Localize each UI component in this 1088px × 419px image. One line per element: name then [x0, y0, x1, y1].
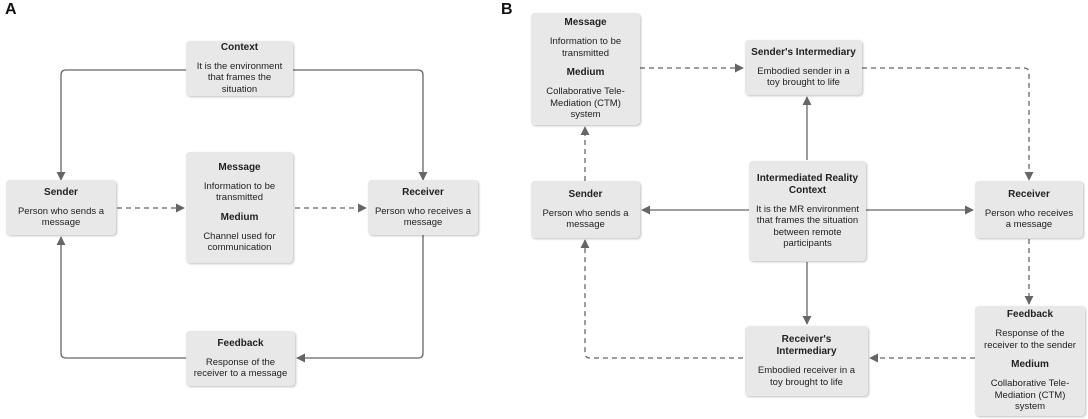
context-title: Context	[220, 41, 259, 53]
medium-text: Channel used for communication	[203, 230, 276, 254]
context-text: It is the environment that frames the si…	[196, 60, 283, 95]
arrow-context-to-sender	[56, 69, 186, 181]
panel-label-b: B	[501, 1, 513, 18]
receiver-box: Receiver Person who receives a message	[368, 180, 478, 235]
message-title: Message	[218, 161, 261, 173]
receiver-title-b: Receiver	[1008, 188, 1050, 200]
arrow-receivers-intermediary-to-sender	[580, 239, 743, 359]
receivers-intermediary-box: Receiver's Intermediary Embodied receive…	[745, 326, 868, 396]
context-box-b: Intermediated Reality Context It is the …	[749, 161, 866, 261]
feedback-box-b: Feedback Response of the receiver to the…	[975, 306, 1085, 416]
receiver-box-b: Receiver Person who receives a message	[975, 181, 1083, 238]
feedback-title-b: Feedback	[1006, 309, 1054, 321]
message-text-b: Information to be transmitted	[549, 36, 622, 59]
feedback-medium-title-b: Medium	[1011, 359, 1049, 371]
feedback-text-b: Response of the receiver to the sender	[984, 328, 1076, 351]
arrow-feedback-to-sender	[56, 236, 186, 359]
sender-title: Sender	[44, 186, 78, 198]
medium-title: Medium	[220, 211, 259, 223]
arrow-receiver-to-feedback	[296, 235, 424, 363]
sender-text: Person who sends a message	[17, 205, 105, 229]
sender-title-b: Sender	[568, 188, 603, 200]
message-box-b: Message Information to be transmitted Me…	[531, 13, 640, 125]
sender-box-b: Sender Person who sends a message	[531, 181, 640, 238]
context-box: Context It is the environment that frame…	[186, 41, 293, 96]
senders-intermediary-text: Embodied sender in a toy brought to life	[757, 65, 850, 89]
sender-box: Sender Person who sends a message	[6, 180, 116, 235]
feedback-box: Feedback Response of the receiver to a m…	[186, 331, 295, 386]
sender-text-b: Person who sends a message	[542, 207, 629, 231]
senders-intermediary-title: Sender's Intermediary	[751, 46, 856, 58]
panel-label-a: A	[5, 1, 17, 18]
medium-title-b: Medium	[566, 67, 605, 79]
receivers-intermediary-title: Receiver's Intermediary	[776, 334, 837, 357]
context-text-b: It is the MR environment that frames the…	[756, 203, 859, 250]
receiver-text-b: Person who receives a message	[984, 207, 1074, 231]
senders-intermediary-box: Sender's Intermediary Embodied sender in…	[745, 40, 862, 95]
message-title-b: Message	[564, 17, 607, 29]
receivers-intermediary-text: Embodied receiver in a toy brought to li…	[757, 365, 856, 388]
message-box: Message Information to be transmitted Me…	[186, 152, 293, 263]
arrow-context-to-receiver	[293, 69, 428, 181]
feedback-text: Response of the receiver to a message	[193, 356, 288, 380]
receiver-title: Receiver	[402, 186, 444, 198]
arrow-senders-intermediary-to-receiver	[862, 67, 1034, 181]
receiver-text: Person who receives a message	[374, 205, 472, 229]
context-title-b: Intermediated Reality Context	[756, 172, 859, 196]
message-text: Information to be transmitted	[203, 180, 276, 204]
feedback-title: Feedback	[217, 337, 264, 349]
feedback-medium-text-b: Collaborative Tele-Mediation (CTM) syste…	[990, 378, 1070, 413]
medium-text-b: Collaborative Tele-Mediation (CTM) syste…	[546, 86, 625, 121]
